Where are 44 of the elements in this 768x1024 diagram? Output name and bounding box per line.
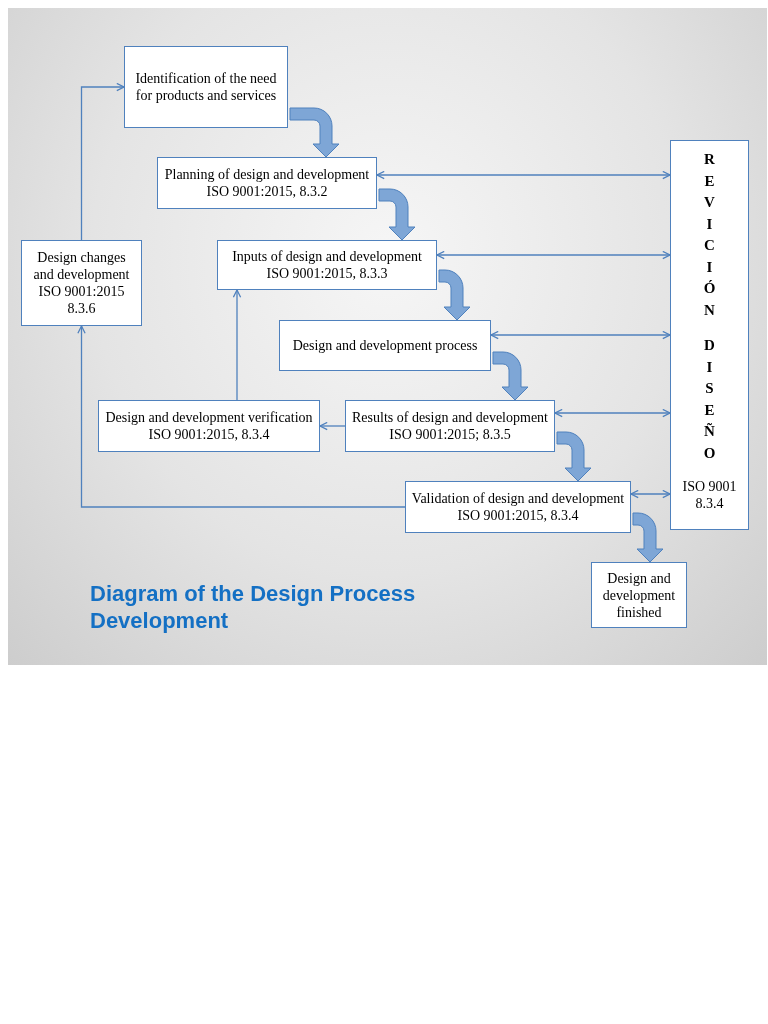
process-box — [279, 320, 491, 371]
block-arrow — [632, 512, 664, 563]
double-arrow — [376, 170, 671, 180]
standard-reference: ISO 9001:2015; 8.3.5 — [389, 426, 511, 443]
tall-box — [670, 140, 749, 530]
process-box — [157, 157, 377, 209]
step-title: Design and development finished — [601, 569, 677, 621]
step-title: Results of design and development — [352, 409, 548, 426]
arrow — [77, 325, 406, 508]
block-arrow — [289, 107, 340, 158]
standard-reference: ISO 9001 8.3.4 — [681, 478, 738, 512]
process-box — [591, 562, 687, 628]
standard-reference: ISO 9001:2015, 8.3.4 — [148, 426, 270, 443]
vertical-heading: REVICIÓN — [703, 150, 716, 320]
standard-reference: ISO 9001:2015 8.3.6 — [37, 283, 126, 317]
diagram-title: Diagram of the Design Process Development — [90, 580, 417, 634]
step-title: Planning of design and development — [164, 166, 370, 183]
process-box — [405, 481, 631, 533]
step-title: Design and development verification — [105, 409, 313, 426]
process-box — [124, 46, 288, 128]
double-arrow — [436, 250, 671, 260]
step-title: Inputs of design and development — [232, 248, 422, 265]
double-arrow — [490, 330, 671, 340]
standard-reference: ISO 9001:2015, 8.3.2 — [206, 183, 328, 200]
block-arrow — [556, 431, 592, 482]
process-box — [345, 400, 555, 452]
block-arrow — [438, 269, 471, 321]
standard-reference: ISO 9001:2015, 8.3.4 — [457, 507, 579, 524]
process-box — [98, 400, 320, 452]
vertical-heading: DISEÑO — [703, 336, 716, 463]
double-arrow — [630, 489, 671, 499]
step-title: Design and development process — [292, 337, 478, 354]
step-title: Design changes and development — [32, 249, 131, 283]
arrow — [319, 421, 346, 431]
double-arrow — [554, 408, 671, 418]
block-arrow — [492, 351, 529, 401]
arrow — [80, 82, 125, 241]
process-box — [21, 240, 142, 326]
block-arrow — [378, 188, 416, 241]
standard-reference: ISO 9001:2015, 8.3.3 — [266, 265, 388, 282]
process-box — [217, 240, 437, 290]
arrow — [232, 289, 242, 401]
step-title: Identification of the need for products and services — [134, 70, 278, 104]
step-title: Validation of design and development — [411, 490, 625, 507]
